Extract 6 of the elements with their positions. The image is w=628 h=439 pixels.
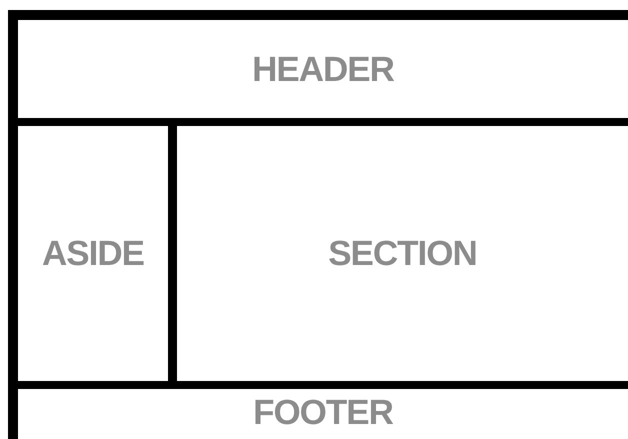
section-label: SECTION bbox=[328, 236, 477, 271]
aside-label: ASIDE bbox=[42, 236, 144, 271]
aside-region bbox=[18, 126, 177, 389]
header-region bbox=[18, 10, 628, 126]
header-label: HEADER bbox=[252, 52, 394, 86]
footer-label: FOOTER bbox=[253, 395, 393, 430]
